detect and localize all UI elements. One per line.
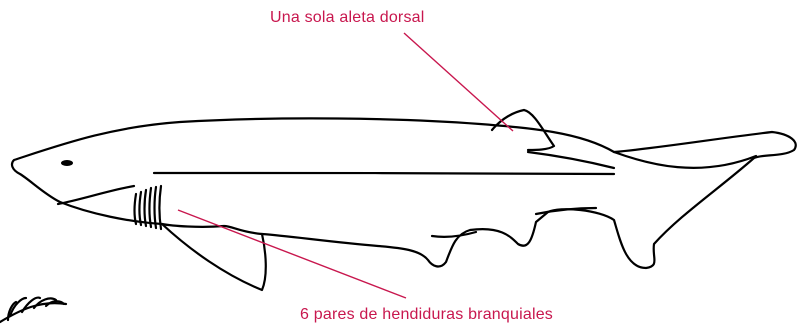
fern-decoration — [0, 296, 68, 324]
gill-slits — [133, 184, 163, 231]
pectoral-fin — [160, 222, 267, 292]
dorsal-fin — [490, 108, 556, 152]
caudal-fin — [612, 150, 758, 169]
eye — [61, 160, 73, 166]
gill-slits-pointer — [177, 209, 407, 299]
mouth — [56, 184, 136, 206]
lateral-line — [152, 171, 616, 176]
dorsal-fin-pointer — [403, 32, 514, 132]
shark-body-outline — [10, 117, 797, 270]
gill-slits-label: 6 pares de hendiduras branquiales — [300, 306, 553, 323]
pelvic-fin — [430, 230, 478, 238]
dorsal-fin-label: Una sola aleta dorsal — [270, 9, 425, 26]
